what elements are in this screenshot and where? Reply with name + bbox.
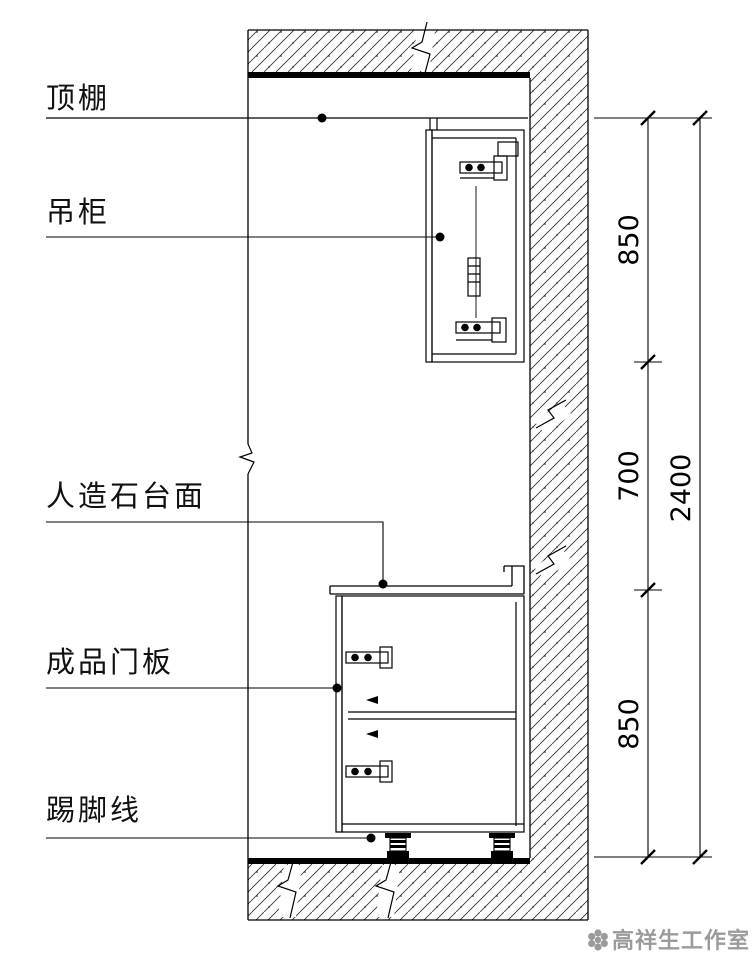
base-cabinet-shelf [348, 711, 516, 720]
label-skirting: 踢脚线 [46, 794, 142, 827]
ceiling-soffit-thick-line [248, 72, 530, 78]
wall-cabinet-body [431, 129, 525, 363]
label-door-panel: 成品门板 [46, 646, 174, 679]
shelf-support-arrow-bottom [366, 730, 378, 738]
watermark-text: 高祥生工作室 [612, 928, 750, 953]
dim-middle-700: 700 [614, 450, 645, 502]
leader-countertop [46, 521, 384, 584]
foot-right [489, 833, 515, 858]
leader-lines [46, 236, 440, 839]
leader-dot-skirting [366, 833, 376, 843]
leader-dot-wall-cabinet [435, 232, 445, 242]
wall-cabinet-shelf-bracket [467, 257, 481, 297]
dim-upper-850: 850 [614, 214, 645, 266]
wall-cabinet [425, 118, 525, 363]
floor-slab-hatch [248, 864, 588, 920]
label-wall-cabinet: 吊柜 [46, 196, 110, 229]
wall-cabinet-bottom-hinge [455, 317, 507, 343]
structure-outline [247, 29, 589, 921]
leader-dot-door-panel [332, 683, 342, 693]
leader-dot-ceiling [317, 113, 327, 123]
dim-overall-2400: 2400 [666, 454, 697, 523]
shelf-support-arrow-top [366, 696, 378, 704]
countertop [329, 565, 525, 595]
base-cabinet-door-panel [335, 595, 343, 833]
adjustable-feet [385, 833, 515, 858]
watermark-flower-icon [588, 929, 608, 951]
wall-cabinet-hanging-rail [497, 141, 519, 157]
annotation-labels: 顶棚 吊柜 人造石台面 成品门板 踢脚线 [46, 82, 206, 827]
label-countertop: 人造石台面 [46, 480, 206, 513]
dimension-texts: 850 700 850 2400 [614, 214, 697, 750]
floor-finish-thick-line [248, 858, 530, 864]
wall-cabinet-door-panel [425, 129, 433, 363]
right-wall-hatch [530, 72, 588, 864]
structure-hatch [248, 30, 588, 920]
base-cabinet-body [341, 595, 525, 833]
watermark: 高祥生工作室 [588, 928, 750, 953]
base-cabinet [335, 595, 525, 833]
label-ceiling: 顶棚 [46, 82, 110, 115]
leader-dot-countertop [378, 579, 388, 589]
wall-cabinet-top-hinge [459, 155, 508, 181]
leader-dots [332, 232, 445, 843]
foot-left [385, 833, 411, 858]
ceiling-line [46, 113, 528, 123]
dimension-lines [594, 117, 712, 858]
base-cabinet-top-hinge [345, 646, 393, 669]
dim-lower-850: 850 [614, 698, 645, 750]
dimension-ticks [640, 110, 708, 865]
base-cabinet-bottom-hinge [345, 760, 393, 783]
break-marks [238, 21, 572, 919]
